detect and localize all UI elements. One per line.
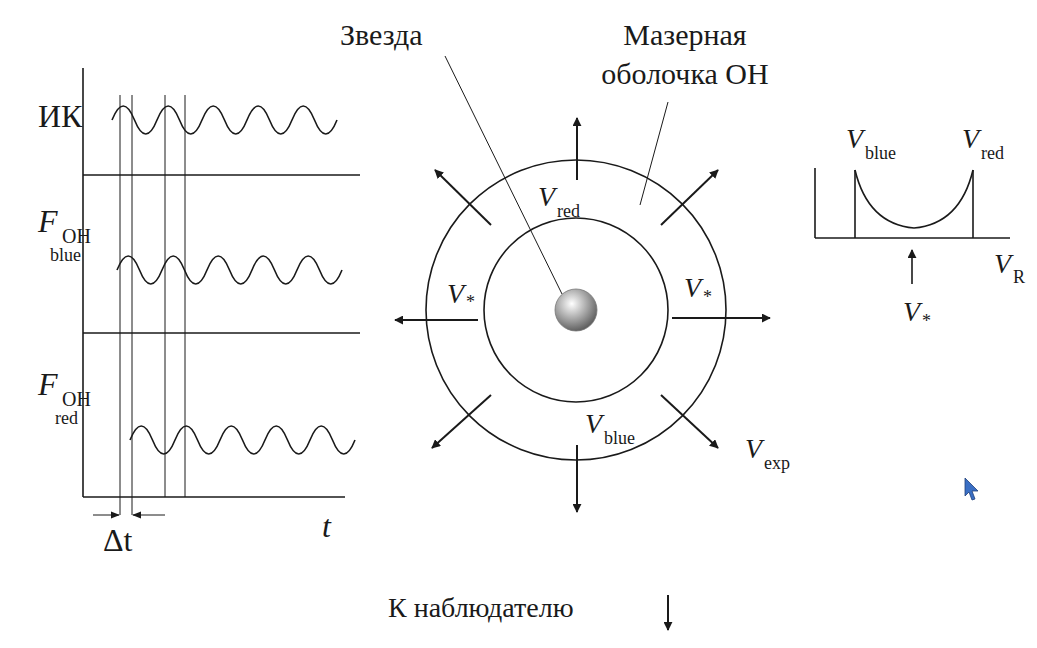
velocity-symbol: V (745, 435, 762, 463)
callout-label: Звезда (340, 20, 423, 50)
velocity-symbol: V (903, 298, 920, 326)
direction-label: К наблюдателю (388, 594, 574, 622)
delay-label: Δt (103, 524, 132, 556)
quantity-symbol: F (38, 205, 58, 237)
observer-arrow (667, 595, 669, 630)
velocity-symbol: V (447, 280, 464, 308)
subscript: blue (865, 144, 896, 162)
axis-label: V (994, 250, 1011, 278)
callout-label: Мазерная оболочка ОН (575, 15, 795, 93)
panel-label: ИК (38, 100, 82, 132)
maser-shell (426, 160, 726, 460)
star (555, 289, 597, 331)
subscript: blue (50, 246, 81, 264)
subscript: R (1013, 268, 1025, 286)
cursor-icon (965, 478, 978, 500)
subscript: OH (62, 389, 91, 409)
leader-lines (445, 56, 668, 294)
quantity-symbol: F (38, 368, 58, 400)
velocity-symbol: V (684, 274, 701, 302)
phase-markers (93, 95, 185, 515)
subscript: red (981, 144, 1004, 162)
velocity-symbol: V (962, 125, 979, 153)
subscript: exp (764, 454, 790, 472)
velocity-symbol: V (538, 183, 555, 211)
expansion-arrows (395, 118, 770, 512)
velocity-symbol: V (846, 125, 863, 153)
light-curve-panels (83, 68, 360, 497)
subscript: * (703, 288, 712, 306)
velocity-symbol: V (585, 410, 602, 438)
subscript: * (922, 312, 931, 330)
light-curves (112, 106, 355, 454)
axis-label: t (322, 510, 331, 542)
subscript: OH (62, 226, 91, 246)
spectrum (815, 168, 1010, 284)
subscript: blue (604, 429, 635, 447)
subscript: * (466, 293, 475, 311)
subscript: red (55, 409, 78, 427)
subscript: red (557, 202, 580, 220)
